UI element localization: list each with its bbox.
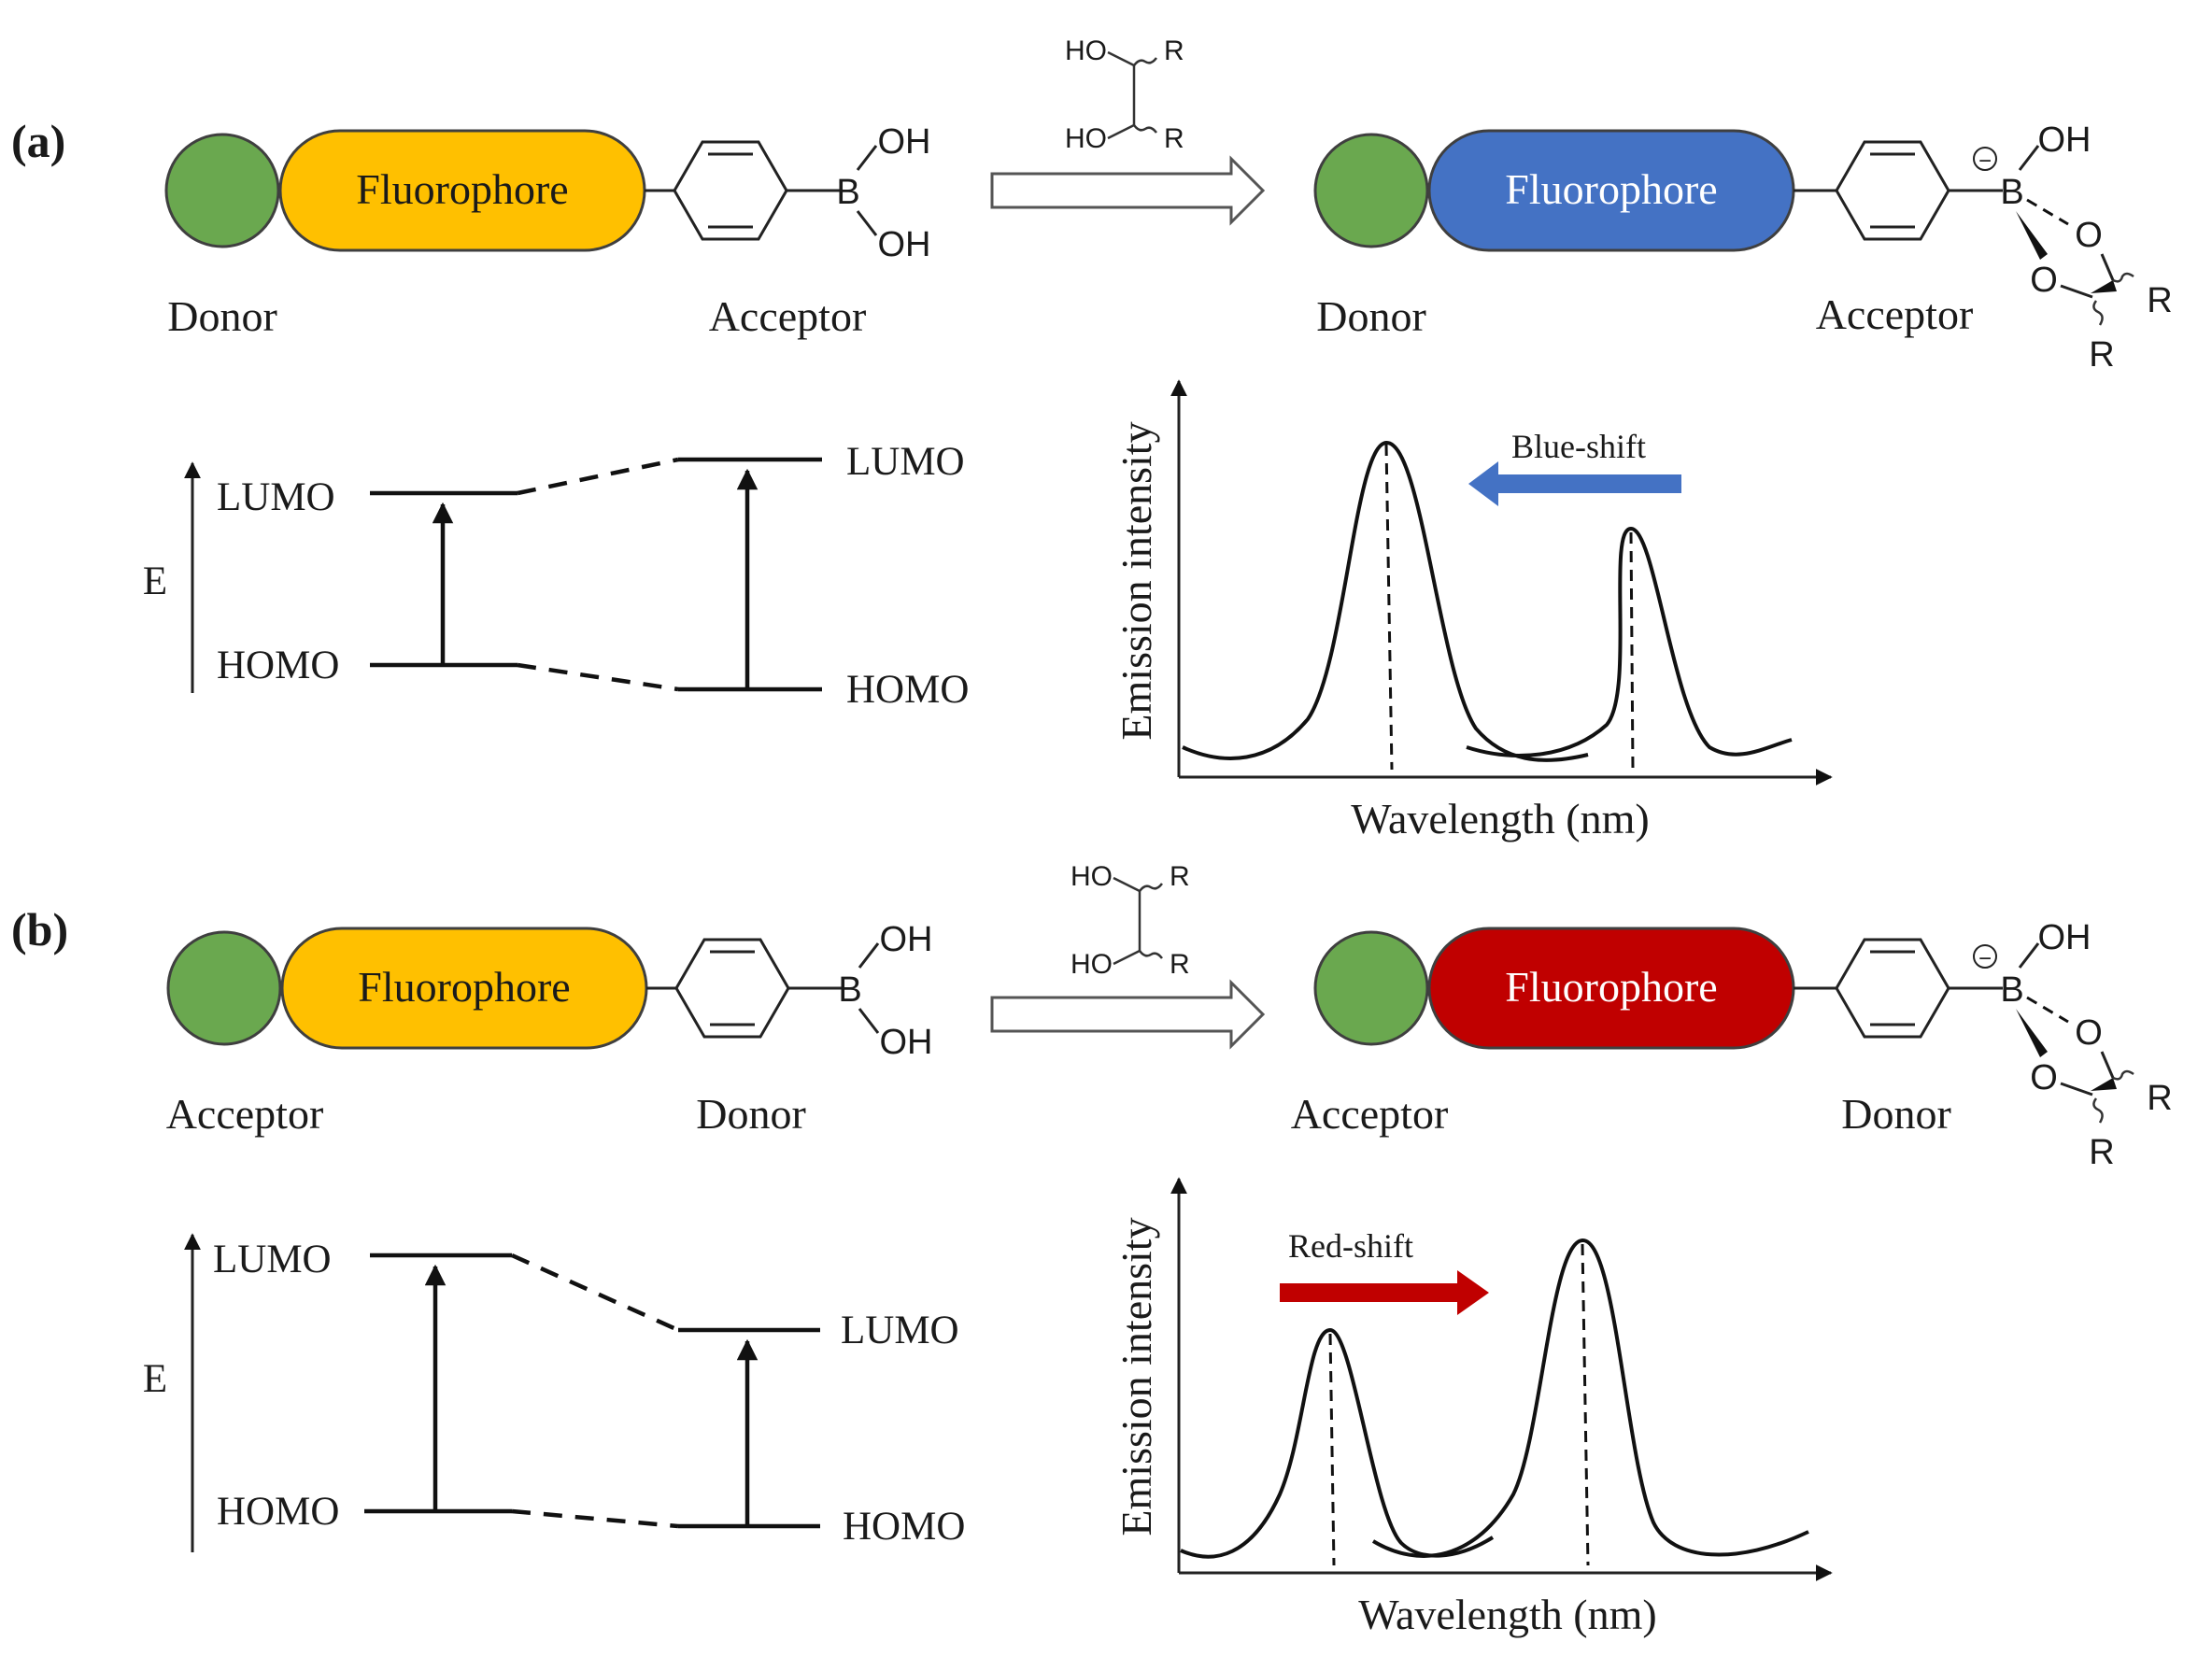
left-role-label: Acceptor <box>1291 1090 1449 1138</box>
ester-r-bottom: R <box>2089 1133 2114 1172</box>
ester-r-bottom: R <box>2089 335 2114 375</box>
negative-charge-icon <box>1973 147 1997 171</box>
panel-b: (b) Fluorophore B OH OH Acceptor Donor H… <box>11 861 2173 1638</box>
fluorophore-label: Fluorophore <box>358 963 570 1011</box>
reaction-arrow <box>990 979 1266 1050</box>
emission-spectrum: Emission intensity Wavelength (nm) Red-s… <box>1113 1177 1833 1638</box>
boron-atom: B <box>2000 970 2023 1010</box>
donor-circle <box>1313 133 1429 248</box>
energy-axis-label: E <box>143 559 167 603</box>
diol-ho-bottom: HO <box>1065 123 1107 154</box>
right-homo-label: HOMO <box>843 1505 965 1549</box>
product-molecule: Fluorophore B − OH O O R R Acceptor Dono… <box>1291 918 2173 1172</box>
hydroxyl-top: OH <box>880 920 933 959</box>
left-role-label: Acceptor <box>166 1090 324 1138</box>
peak-marker <box>1328 1333 1336 1566</box>
panel-a: (a) Fluorophore B OH OH Donor Acceptor H… <box>11 35 2173 842</box>
right-role-label: Acceptor <box>709 292 867 340</box>
y-axis-title: Emission intensity <box>1113 421 1160 740</box>
diol-ho-bottom: HO <box>1071 949 1113 980</box>
x-axis-title: Wavelength (nm) <box>1358 1591 1656 1638</box>
reactant-molecule: Fluorophore B OH OH Donor Acceptor <box>164 122 931 340</box>
right-role-label: Acceptor <box>1816 290 1974 338</box>
charge-sign: − <box>1978 149 1992 174</box>
ester-oxygen-left: O <box>2030 261 2058 300</box>
x-axis-title: Wavelength (nm) <box>1351 795 1649 842</box>
shift-label: Red-shift <box>1288 1227 1413 1265</box>
left-homo-label: HOMO <box>217 644 339 687</box>
reactant-molecule: Fluorophore B OH OH Acceptor Donor <box>166 920 933 1138</box>
product-molecule: Fluorophore B − OH O O R R Donor Accepto… <box>1313 120 2173 375</box>
fluorophore-label: Fluorophore <box>1505 165 1717 213</box>
hydroxyl: OH <box>2038 918 2091 957</box>
ester-oxygen-right: O <box>2075 1013 2103 1053</box>
negative-charge-icon <box>1973 944 1997 969</box>
acceptor-circle <box>166 930 282 1046</box>
diol-r-top: R <box>1164 35 1184 66</box>
boron-atom: B <box>838 970 861 1010</box>
red-shift-arrow <box>1280 1270 1489 1315</box>
diol-reagent: HO HO R R <box>1071 861 1190 980</box>
y-axis-title: Emission intensity <box>1113 1217 1160 1536</box>
energy-axis-label: E <box>143 1357 167 1401</box>
left-lumo-label: LUMO <box>217 475 335 519</box>
diol-ho-top: HO <box>1071 861 1113 892</box>
reactant-emission-peak <box>1466 526 1793 757</box>
blue-shift-arrow <box>1468 461 1681 506</box>
right-lumo-label: LUMO <box>846 440 965 484</box>
peak-marker <box>1384 444 1394 771</box>
left-lumo-label: LUMO <box>213 1238 332 1281</box>
phenylboronic-acid <box>674 938 844 1039</box>
ester-oxygen-left: O <box>2030 1058 2058 1097</box>
peak-marker <box>1629 531 1635 771</box>
fluorophore-label: Fluorophore <box>356 165 568 213</box>
boron-atom: B <box>2000 173 2023 212</box>
reaction-arrow <box>990 155 1266 226</box>
hydroxyl: OH <box>2038 120 2091 160</box>
left-homo-label: HOMO <box>217 1490 339 1534</box>
diol-r-bottom: R <box>1164 123 1184 154</box>
hydroxyl-bottom: OH <box>880 1023 933 1062</box>
boron-atom: B <box>836 173 859 212</box>
donor-circle <box>164 133 280 248</box>
ester-r-right: R <box>2147 1079 2172 1118</box>
fluorophore-label: Fluorophore <box>1505 963 1717 1011</box>
left-role-label: Donor <box>1316 292 1426 340</box>
right-lumo-label: LUMO <box>841 1309 959 1352</box>
shift-label: Blue-shift <box>1511 428 1646 465</box>
hydroxyl-top: OH <box>878 122 931 162</box>
left-role-label: Donor <box>167 292 277 340</box>
reactant-emission-peak <box>1180 1327 1495 1559</box>
diol-ho-top: HO <box>1065 35 1107 66</box>
right-role-label: Donor <box>1841 1090 1951 1138</box>
ester-oxygen-right: O <box>2075 216 2103 255</box>
charge-sign: − <box>1978 946 1992 971</box>
acceptor-circle <box>1313 930 1429 1046</box>
panel-label: (a) <box>11 115 65 167</box>
ester-r-right: R <box>2147 281 2172 320</box>
hydroxyl-bottom: OH <box>878 225 931 264</box>
right-homo-label: HOMO <box>846 668 969 712</box>
product-emission-peak <box>1182 440 1589 762</box>
diol-r-bottom: R <box>1170 949 1190 980</box>
emission-spectrum: Emission intensity Wavelength (nm) Blue-… <box>1113 379 1833 842</box>
phenylboronic-acid <box>673 140 843 241</box>
right-role-label: Donor <box>696 1090 806 1138</box>
energy-diagram: E LUMO HOMO LUMO HOMO <box>143 1233 965 1552</box>
product-emission-peak <box>1371 1238 1809 1558</box>
panel-label: (b) <box>11 903 68 955</box>
diol-reagent: HO HO R R <box>1065 35 1184 154</box>
diol-r-top: R <box>1170 861 1190 892</box>
energy-diagram: E LUMO HOMO LUMO HOMO <box>143 440 970 712</box>
peak-marker <box>1581 1243 1590 1566</box>
